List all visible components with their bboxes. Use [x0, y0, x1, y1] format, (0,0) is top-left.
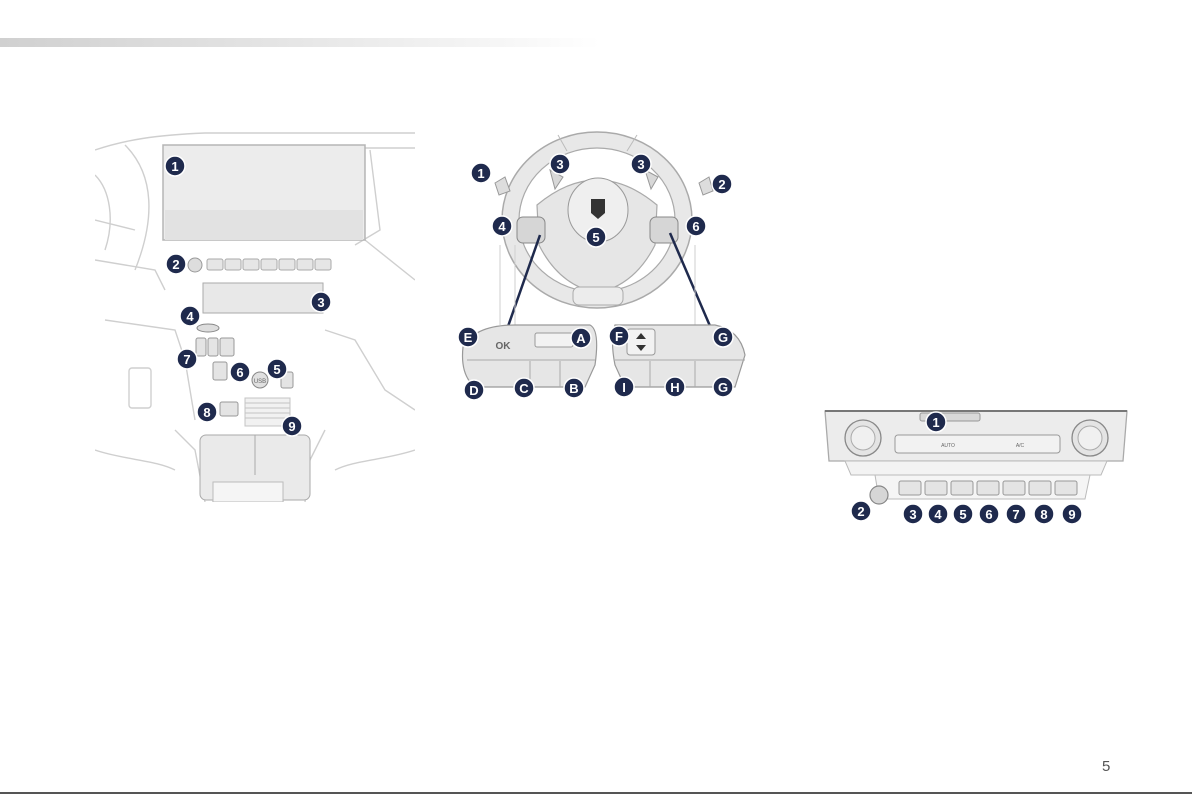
climate-knob: [870, 486, 888, 504]
callout-pad-c: C: [514, 378, 534, 398]
svg-text:2: 2: [718, 177, 725, 192]
callout-dashboard-1: 1: [165, 156, 185, 176]
callout-climate-1: 1: [926, 412, 946, 432]
start-button: [197, 324, 219, 332]
callout-pad-i: I: [614, 377, 634, 397]
callout-pad-g-top: G: [713, 327, 733, 347]
callout-climate-9: 9: [1062, 504, 1082, 524]
callout-climate-5: 5: [953, 504, 973, 524]
climate-control-strip: [895, 435, 1060, 453]
climate-panel: AUTO A/C: [825, 411, 1127, 504]
svg-text:E: E: [464, 330, 473, 345]
svg-text:2: 2: [172, 257, 179, 272]
callout-pad-b: B: [564, 378, 584, 398]
callout-pad-d: D: [464, 380, 484, 400]
svg-text:5: 5: [592, 230, 599, 245]
callout-climate-7: 7: [1006, 504, 1026, 524]
callout-wheel-5: 5: [586, 227, 606, 247]
callout-dashboard-8: 8: [197, 402, 217, 422]
auto-label: AUTO: [941, 443, 955, 449]
steering-wheel: [495, 132, 713, 308]
callout-dashboard-7: 7: [177, 349, 197, 369]
callout-dashboard-9: 9: [282, 416, 302, 436]
callout-pad-g-bottom: G: [713, 377, 733, 397]
svg-text:B: B: [569, 381, 578, 396]
callout-dashboard-4: 4: [180, 306, 200, 326]
callout-wheel-1: 1: [471, 163, 491, 183]
callout-pad-f: F: [609, 326, 629, 346]
svg-text:4: 4: [186, 309, 194, 324]
svg-text:8: 8: [1040, 507, 1047, 522]
callout-climate-6: 6: [979, 504, 999, 524]
callout-climate-2: 2: [851, 501, 871, 521]
header-gradient-bar: [0, 38, 600, 47]
svg-text:3: 3: [317, 295, 324, 310]
thumbwheel-a: [535, 333, 573, 347]
svg-text:3: 3: [909, 507, 916, 522]
svg-text:2: 2: [857, 504, 864, 519]
ok-label: OK: [496, 341, 512, 352]
ac-label: A/C: [1016, 443, 1025, 449]
svg-text:I: I: [622, 380, 626, 395]
callout-dashboard-3: 3: [311, 292, 331, 312]
callout-dashboard-2: 2: [166, 254, 186, 274]
callout-climate-3: 3: [903, 504, 923, 524]
callout-climate-8: 8: [1034, 504, 1054, 524]
svg-text:H: H: [670, 380, 679, 395]
dashboard-illustration: USB 1 2 3 4 5 6 7 8 9: [95, 130, 415, 502]
svg-text:C: C: [519, 381, 529, 396]
page-number: 5: [1102, 758, 1122, 775]
callout-wheel-4: 4: [492, 216, 512, 236]
svg-text:A: A: [576, 331, 586, 346]
svg-text:9: 9: [288, 419, 295, 434]
svg-text:6: 6: [985, 507, 992, 522]
callout-wheel-3-right: 3: [631, 154, 651, 174]
svg-text:6: 6: [236, 365, 243, 380]
svg-text:5: 5: [273, 362, 280, 377]
svg-text:1: 1: [171, 159, 178, 174]
svg-text:8: 8: [203, 405, 210, 420]
svg-text:D: D: [469, 383, 478, 398]
climate-display: [203, 283, 323, 313]
bottom-rule: [0, 792, 1192, 794]
climate-panel-illustration: AUTO A/C 1 2 3 4 5 6 7 8 9: [815, 403, 1137, 535]
svg-text:F: F: [615, 329, 623, 344]
electric-parking-brake: [220, 402, 238, 416]
svg-text:6: 6: [692, 219, 699, 234]
svg-text:1: 1: [932, 415, 939, 430]
svg-text:G: G: [718, 330, 728, 345]
shortcut-buttons: [207, 259, 331, 270]
svg-text:7: 7: [1012, 507, 1019, 522]
callout-dashboard-5: 5: [267, 359, 287, 379]
svg-text:4: 4: [934, 507, 942, 522]
usb-label: USB: [254, 379, 266, 385]
callout-wheel-3-left: 3: [550, 154, 570, 174]
svg-text:3: 3: [637, 157, 644, 172]
steering-wheel-illustration: OK 1 2 3 3 4 5 6 E A D C B F G I H G: [455, 125, 755, 410]
callout-wheel-2: 2: [712, 174, 732, 194]
callout-wheel-6: 6: [686, 216, 706, 236]
svg-text:3: 3: [556, 157, 563, 172]
callout-pad-h: H: [665, 377, 685, 397]
svg-text:1: 1: [477, 166, 484, 181]
svg-text:5: 5: [959, 507, 966, 522]
svg-text:G: G: [718, 380, 728, 395]
svg-text:9: 9: [1068, 507, 1075, 522]
callout-pad-e: E: [458, 327, 478, 347]
thumbwheel-f: [627, 329, 655, 355]
volume-knob: [188, 258, 202, 272]
callout-dashboard-6: 6: [230, 362, 250, 382]
callout-climate-4: 4: [928, 504, 948, 524]
climate-buttons: [899, 481, 1077, 495]
callout-pad-a: A: [571, 328, 591, 348]
svg-text:4: 4: [498, 219, 506, 234]
svg-text:7: 7: [183, 352, 190, 367]
